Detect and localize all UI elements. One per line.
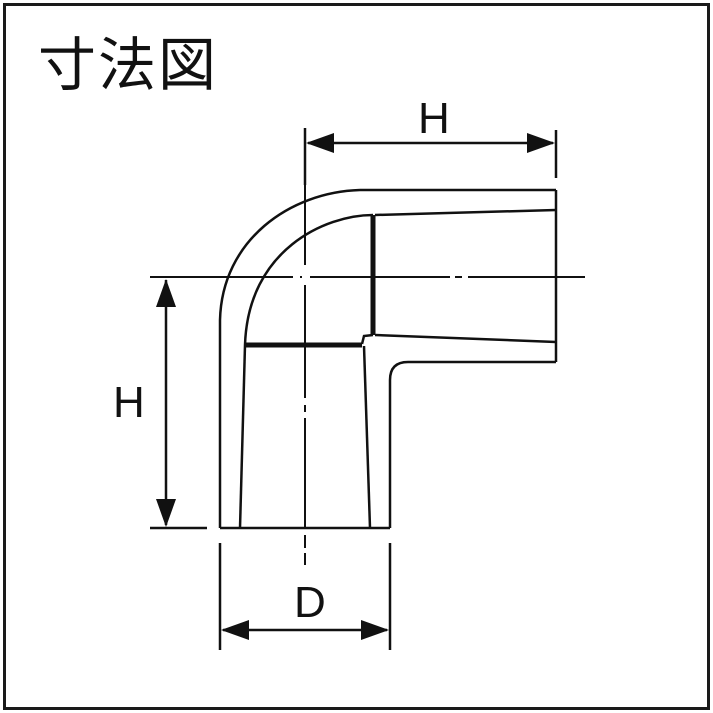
top-h-label: H: [418, 94, 450, 143]
diameter-d-label: D: [294, 578, 326, 627]
arrow-left-icon: [221, 620, 249, 640]
arrow-up-icon: [156, 279, 176, 307]
horizontal-socket: [360, 208, 557, 345]
elbow-inner-arc: [243, 213, 374, 346]
top-h-dimension: [303, 128, 558, 185]
elbow-outer-body: [218, 188, 558, 530]
arrow-right-icon: [361, 620, 389, 640]
d-dimension: [218, 543, 392, 650]
side-h-label: H: [113, 378, 145, 427]
arrow-right-icon: [527, 133, 555, 153]
left-h-dimension: [150, 280, 207, 530]
arrow-left-icon: [306, 133, 334, 153]
arrow-down-icon: [156, 499, 176, 527]
vertical-socket: [238, 342, 372, 529]
drawing-title: 寸法図: [38, 31, 219, 99]
drawing-frame: [3, 3, 710, 710]
